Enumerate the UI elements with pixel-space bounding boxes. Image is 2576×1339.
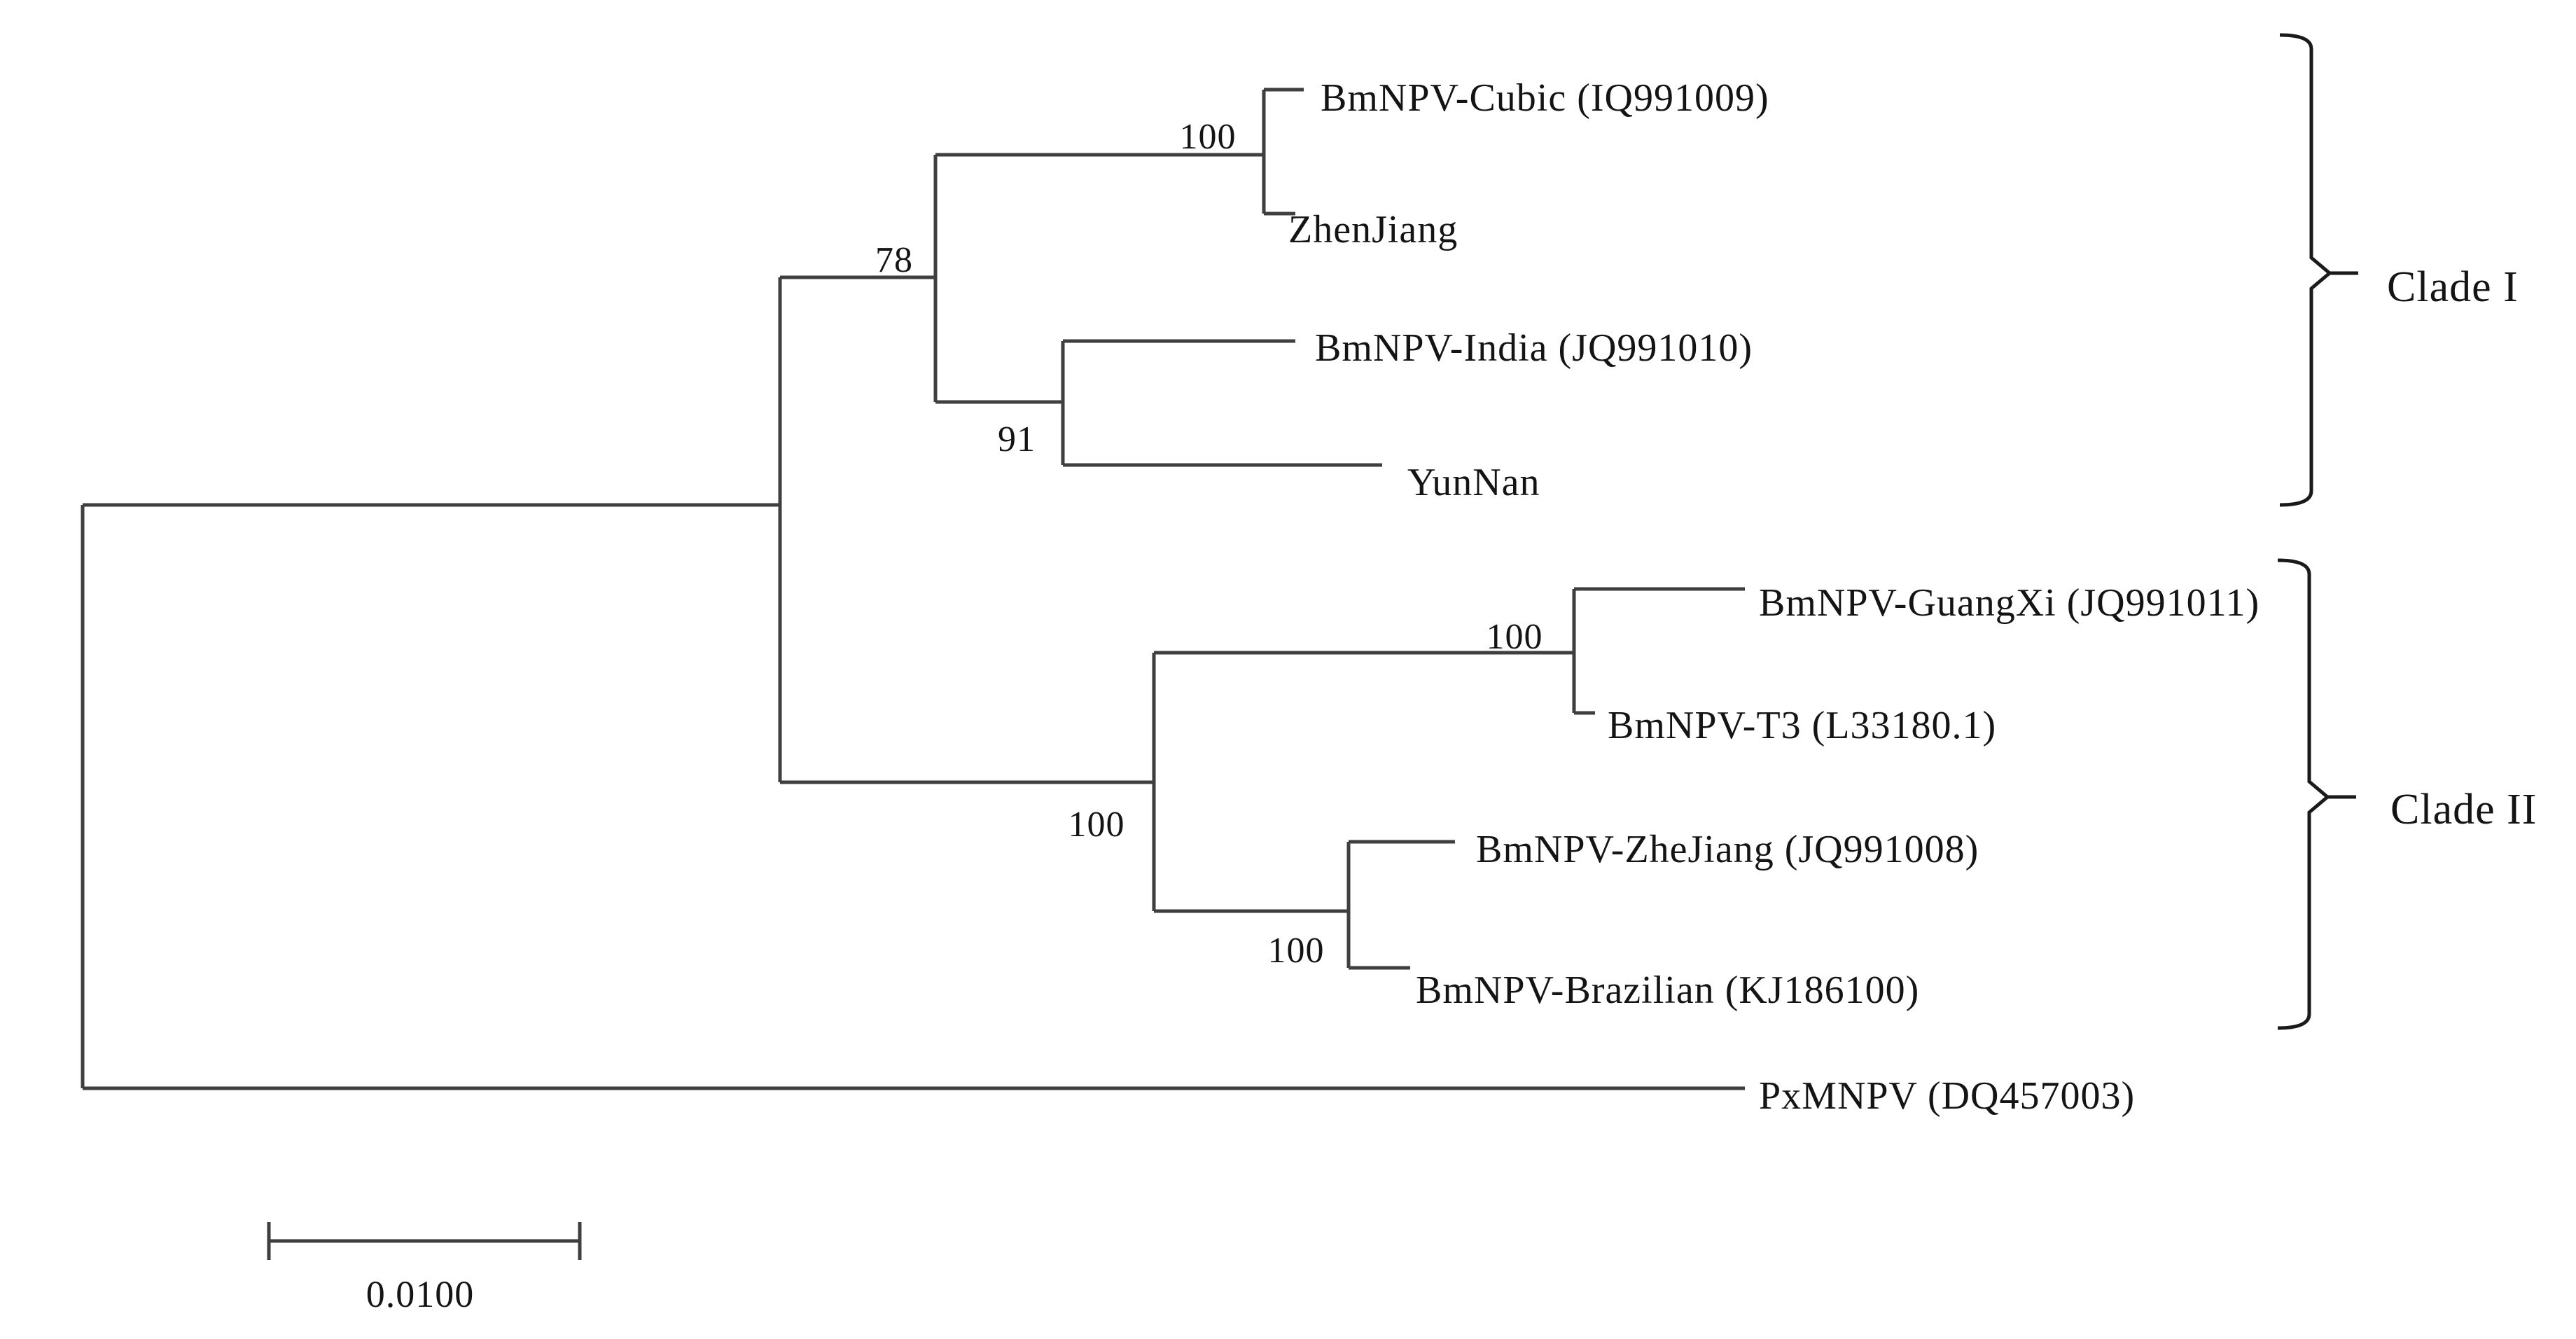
leaf-label-bmnpv-cubic: BmNPV-Cubic (IQ991009) [1321, 76, 1769, 120]
clade-ii-label: Clade II [2390, 786, 2537, 833]
leaf-label-zhenjiang: ZhenJiang [1288, 208, 1458, 251]
leaf-label-pxmnpv: PxMNPV (DQ457003) [1759, 1074, 2136, 1118]
bootstrap-label-cubic-zhenjiang: 100 [1179, 117, 1237, 157]
leaf-label-bmnpv-india: BmNPV-India (JQ991010) [1315, 326, 1753, 370]
bootstrap-label-zhejiang-brazilian: 100 [1267, 931, 1325, 971]
bootstrap-label-india-yunnan: 91 [998, 419, 1036, 459]
bootstrap-label-clade-ii: 100 [1068, 805, 1125, 845]
clade-i-label: Clade I [2387, 263, 2519, 311]
tree-lines [81, 88, 1745, 1090]
bootstrap-label-guangxi-t3: 100 [1486, 617, 1543, 657]
leaf-label-bmnpv-brazilian: BmNPV-Brazilian (KJ186100) [1416, 969, 1920, 1012]
clade-i-bracket [2279, 33, 2358, 507]
leaf-label-bmnpv-t3: BmNPV-T3 (L33180.1) [1608, 704, 1997, 747]
leaf-label-yunnan: YunNan [1407, 461, 1540, 504]
scale-bar [267, 1222, 582, 1260]
leaf-label-bmnpv-zhejiang: BmNPV-ZheJiang (JQ991008) [1476, 828, 1979, 871]
bootstrap-label-clade-i: 78 [875, 240, 913, 280]
scale-bar-label: 0.0100 [365, 1273, 475, 1315]
clade-ii-bracket [2277, 558, 2356, 1030]
leaf-label-bmnpv-guangxi: BmNPV-GuangXi (JQ991011) [1759, 581, 2260, 625]
